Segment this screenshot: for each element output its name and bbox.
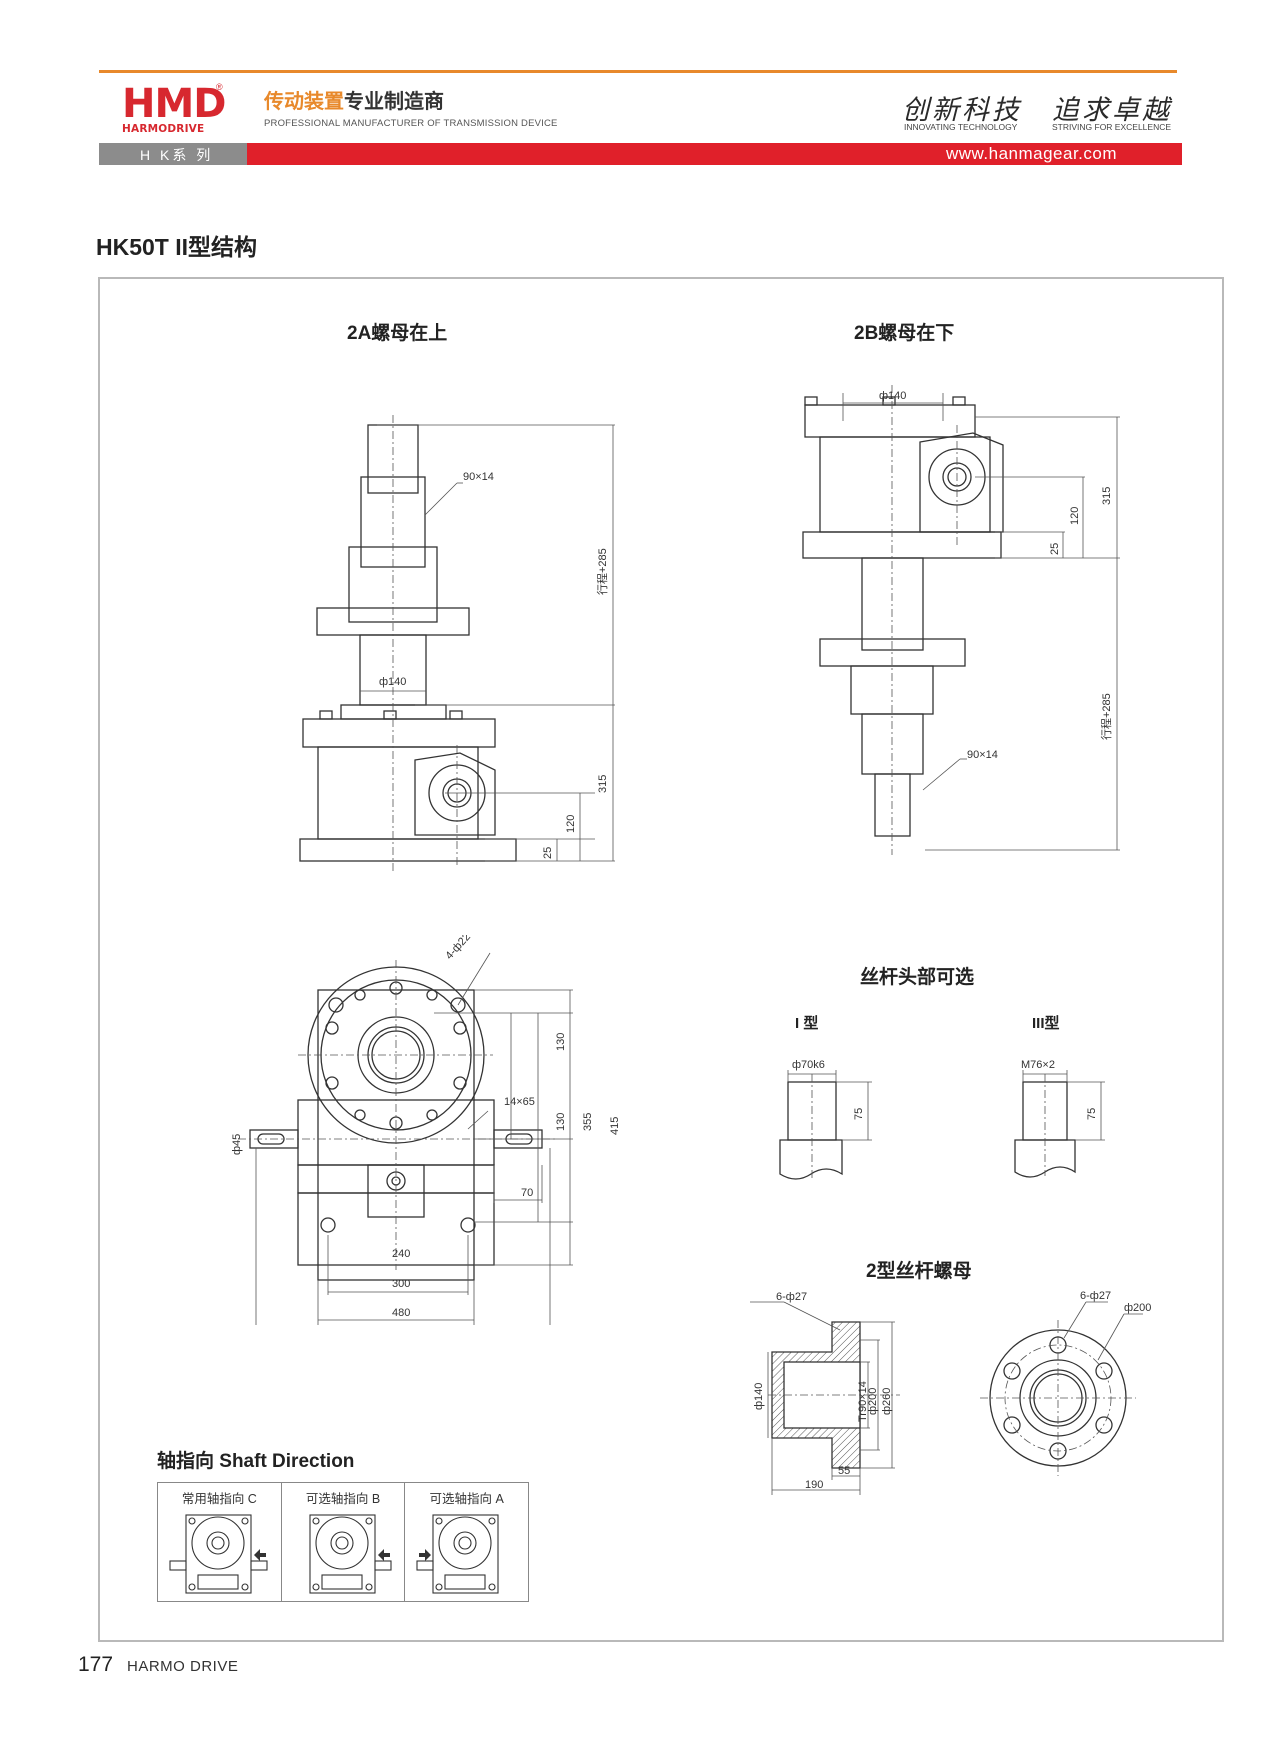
drawing-plan-view: 4-ф22 130 130 355 415 14×65 ф45 70 240 3… (231, 935, 621, 1325)
dim-stroke-2a: 行程+285 (596, 548, 609, 595)
dim-75-type-1: 75 (853, 1108, 865, 1120)
dim-70k6: ф70k6 (792, 1059, 825, 1071)
dim-height-315-2b: 315 (1101, 487, 1113, 505)
dim-355: 355 (582, 1113, 594, 1131)
slogan-innovation: 创新科技 (902, 95, 1022, 126)
slogan-excellence-english: STRIVING FOR EXCELLENCE (1052, 122, 1172, 132)
shaft-direction-label: 常用轴指向 C (181, 1492, 257, 1506)
shaft-direction-option-a[interactable]: 可选轴指向 A (405, 1483, 528, 1601)
heading-nut-bottom: 2B螺母在下 (854, 323, 955, 344)
dim-480: 480 (392, 1307, 410, 1319)
company-tagline-english: PROFESSIONAL MANUFACTURER OF TRANSMISSIO… (264, 118, 558, 129)
dim-6-holes-side: 6-ф27 (776, 1291, 807, 1303)
heading-screw-head: 丝杆头部可选 (860, 967, 975, 988)
dim-tr90x14: Tr90×14 (857, 1381, 869, 1422)
shaft-direction-label: 可选轴指向 A (429, 1492, 504, 1506)
dim-300: 300 (392, 1278, 410, 1290)
dim-nut-140: ф140 (753, 1383, 765, 1410)
slogan-excellence: 追求卓越 (1052, 95, 1172, 126)
drawing-screw-head-type-3: M76×2 75 (1014, 1059, 1105, 1178)
shaft-direction-option-b[interactable]: 可选轴指向 B (282, 1483, 406, 1601)
dim-75-type-3: 75 (1086, 1108, 1098, 1120)
tagline-rest: 专业制造商 (344, 91, 444, 113)
dim-130-upper: 130 (555, 1033, 567, 1051)
dim-415: 415 (609, 1117, 621, 1135)
drawing-screw-head-type-1: ф70k6 75 (779, 1059, 872, 1180)
heading-nut-2: 2型丝杆螺母 (866, 1261, 972, 1282)
heading-shaft-direction: 轴指向 Shaft Direction (157, 1451, 355, 1472)
url-band (247, 143, 1182, 165)
gearbox-thumbnail (169, 1514, 268, 1594)
shaft-direction-option-c[interactable]: 常用轴指向 C (158, 1483, 282, 1601)
page-number: 177 (78, 1653, 114, 1676)
dim-6-holes-front: 6-ф27 (1080, 1290, 1111, 1302)
dim-height-120-2b: 120 (1069, 507, 1081, 525)
footer-brand: HARMO DRIVE (127, 1658, 239, 1675)
dim-key-14x65: 14×65 (504, 1096, 535, 1108)
drawing-nut-front: 6-ф27 ф200 (980, 1290, 1151, 1476)
gearbox-thumbnail (416, 1514, 499, 1594)
dim-shaft-45: ф45 (231, 1134, 243, 1155)
dim-55: 55 (838, 1465, 850, 1477)
logo-wordmark: HARMODRIVE (122, 123, 205, 135)
shaft-direction-label: 可选轴指向 B (305, 1492, 381, 1506)
logo-mark: HMD (122, 81, 226, 127)
dim-holes-4: 4-ф22 (443, 935, 473, 962)
dim-height-25-2b: 25 (1049, 543, 1061, 555)
dim-130-lower: 130 (555, 1113, 567, 1131)
series-label: H K系 列 (140, 147, 214, 163)
heading-type-3: III型 (1032, 1015, 1060, 1032)
dim-front-200: ф200 (1124, 1302, 1151, 1314)
dim-diameter-140-2a: ф140 (379, 676, 406, 688)
heading-type-1: I 型 (795, 1015, 819, 1032)
dim-nut-200: ф200 (867, 1388, 879, 1415)
brand-logo: HMD HARMODRIVE (122, 81, 226, 136)
heading-nut-top: 2A螺母在上 (347, 323, 448, 344)
company-tagline: 传动装置专业制造商 (264, 90, 444, 114)
dim-240: 240 (392, 1248, 410, 1260)
drawing-2a-nut-top: 90×14 ф140 行程+285 315 120 25 (299, 415, 615, 871)
dim-190: 190 (805, 1479, 823, 1491)
dim-thread-2a: 90×14 (463, 471, 494, 483)
tagline-highlight: 传动装置 (264, 91, 344, 113)
header-top-rule (99, 70, 1177, 73)
drawing-nut-section: 6-ф27 ф140 Tr90×14 ф200 ф260 190 55 (750, 1291, 900, 1495)
slogan-innovation-english: INNOVATING TECHNOLOGY (904, 122, 1018, 132)
dim-stroke-2b: 行程+285 (1100, 693, 1113, 740)
dim-height-25-2a: 25 (542, 847, 554, 859)
shaft-direction-table: 常用轴指向 C 可选轴指向 B 可选轴指向 A (157, 1482, 529, 1602)
dim-70: 70 (521, 1187, 533, 1199)
dim-height-120-2a: 120 (565, 815, 577, 833)
dim-diameter-140-2b: ф140 (879, 390, 906, 402)
drawing-2b-nut-bottom: ф140 90×14 315 120 25 行程+285 (802, 385, 1120, 855)
series-band (99, 143, 247, 165)
gearbox-thumbnail (309, 1514, 392, 1594)
website-url[interactable]: www.hanmagear.com (946, 144, 1118, 163)
dim-nut-260: ф260 (881, 1388, 893, 1415)
drawing-frame (98, 277, 1224, 1642)
dim-height-315-2a: 315 (597, 775, 609, 793)
dim-m76x2: M76×2 (1021, 1059, 1055, 1071)
page-title: HK50T II型结构 (96, 234, 258, 260)
registered-mark: ® (216, 82, 223, 92)
dim-thread-2b: 90×14 (967, 749, 998, 761)
